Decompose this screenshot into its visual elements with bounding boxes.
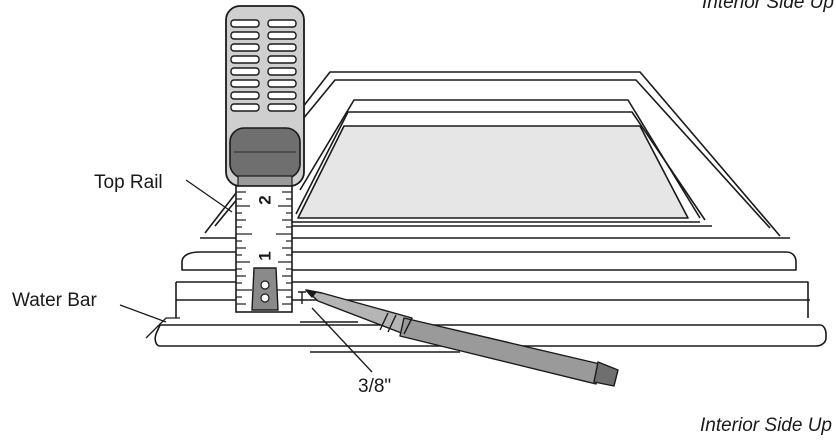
tape-mark-2: 2 <box>255 195 274 204</box>
caption-top-right: Interior Side Up <box>702 0 834 13</box>
caption-bottom-right: Interior Side Up <box>700 415 832 436</box>
tape-grip <box>230 19 297 112</box>
tape-mark-1: 1 <box>255 251 274 260</box>
leader-lines <box>119 179 373 373</box>
tape-ticks <box>236 191 292 305</box>
label-water-bar: Water Bar <box>12 290 97 311</box>
pencil <box>305 289 619 387</box>
pencil-mark <box>298 291 306 304</box>
tape-lock-button <box>229 127 301 179</box>
top-rail-leader <box>185 179 233 213</box>
label-measurement: 3/8" <box>358 376 391 397</box>
tape-measure: 2 1 <box>225 5 305 313</box>
window-frame <box>154 71 827 353</box>
measurement-leader <box>311 307 373 373</box>
label-top-rail: Top Rail <box>94 172 163 193</box>
water-bar-leader <box>119 304 167 323</box>
water-bar-profile <box>145 317 180 339</box>
